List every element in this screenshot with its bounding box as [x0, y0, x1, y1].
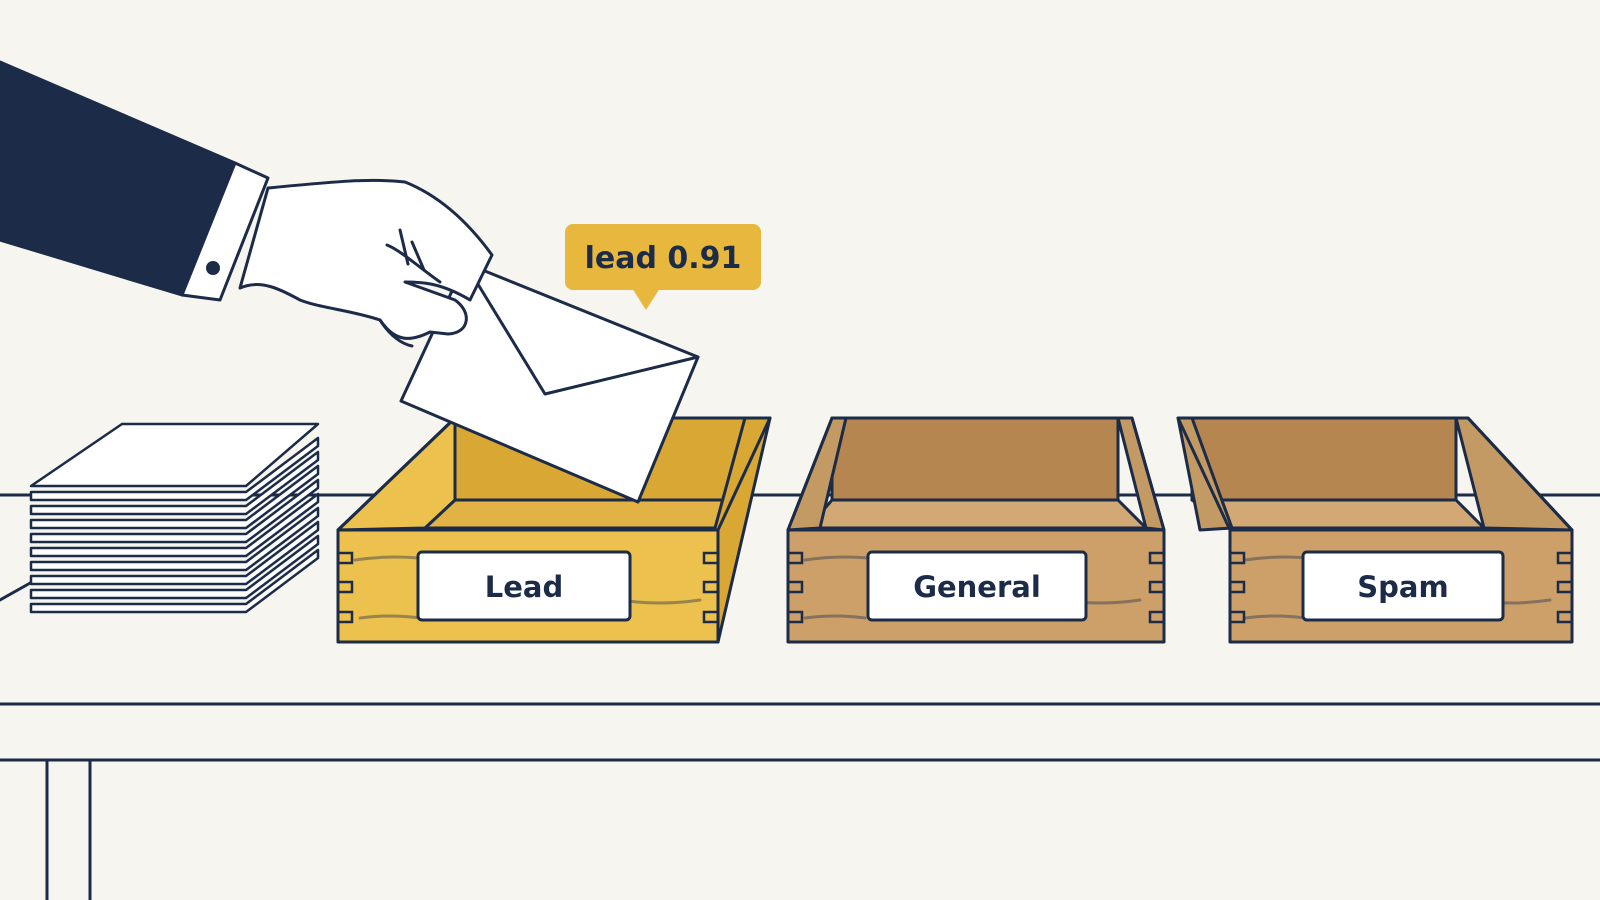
tray-spam-label: Spam — [1357, 570, 1448, 604]
cufflink-icon — [206, 261, 220, 275]
tray-spam-label-plate — [1301, 550, 1505, 622]
suit-sleeve-icon — [0, 60, 270, 302]
paper-sheet — [29, 464, 320, 530]
tray-lead-front: Lead — [336, 528, 720, 644]
tray-general-label-plate — [866, 550, 1088, 622]
paper-sheet — [29, 450, 320, 516]
paper-sheet — [29, 478, 320, 544]
tray-general: General — [786, 416, 1166, 644]
confidence-badge: lead 0.91 — [565, 224, 761, 310]
tray-lead-floor — [423, 498, 747, 530]
paper-sheet — [29, 492, 320, 558]
envelope-icon — [399, 261, 700, 504]
paper-sheet — [29, 520, 320, 586]
paper-sheet — [29, 506, 320, 572]
tray-spam-joints — [1230, 551, 1572, 624]
tray-lead-joints — [338, 551, 718, 624]
hand-holding-envelope-icon — [238, 178, 494, 348]
paper-sheet — [29, 534, 320, 600]
paper-sheet — [29, 436, 320, 502]
tray-spam: Spam — [1176, 416, 1574, 644]
table — [0, 580, 1600, 900]
confidence-badge-text: lead 0.91 — [585, 241, 742, 276]
paper-sheet — [29, 548, 320, 614]
paper-sheet-top — [29, 422, 320, 488]
paper-stack-icon — [29, 422, 320, 614]
tray-lead-label-plate — [416, 550, 632, 622]
tray-general-joints — [788, 551, 1164, 624]
tray-general-label: General — [913, 570, 1041, 604]
tray-lead-label: Lead — [485, 570, 563, 604]
